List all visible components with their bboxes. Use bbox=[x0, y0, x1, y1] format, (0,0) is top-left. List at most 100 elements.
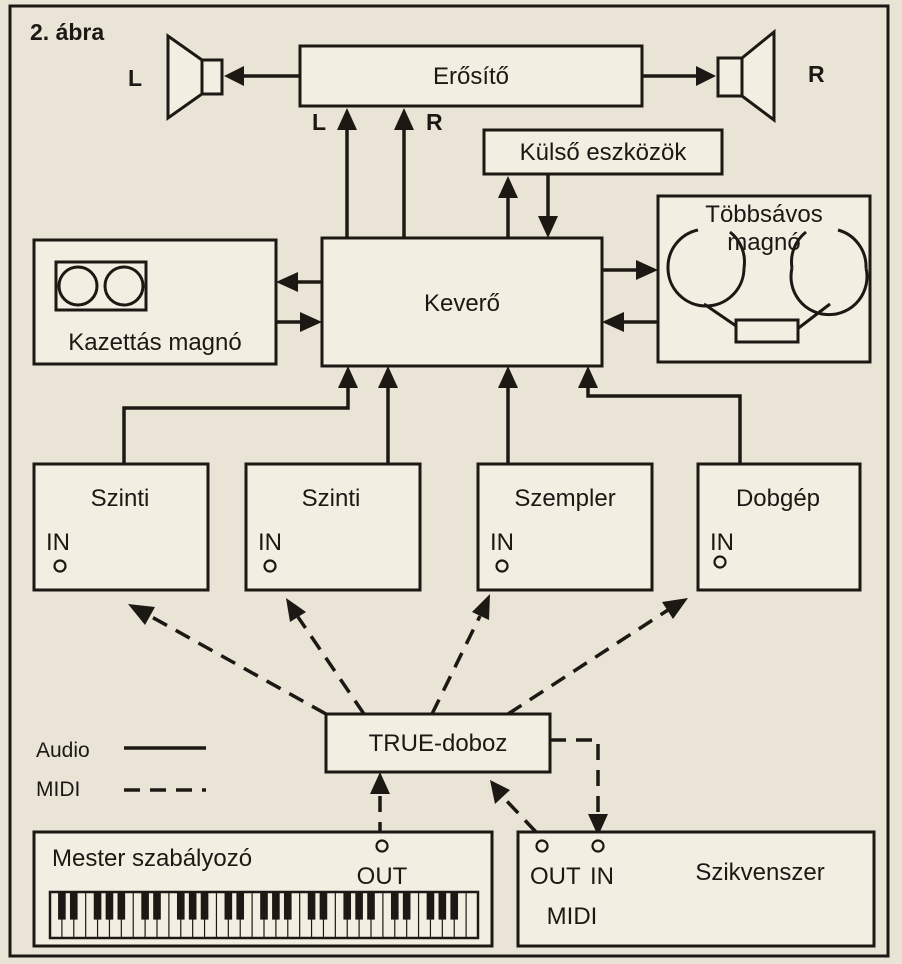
arrow-head bbox=[224, 66, 244, 86]
instrument-port-label: IN bbox=[258, 529, 282, 556]
black-key bbox=[450, 892, 459, 920]
amplifier-input-right: R bbox=[426, 109, 443, 135]
midi-line-true-synth1 bbox=[149, 614, 327, 716]
black-key bbox=[260, 892, 268, 920]
black-key bbox=[355, 892, 363, 920]
true-box bbox=[324, 712, 552, 774]
instrument-port-label: IN bbox=[490, 529, 514, 556]
black-key bbox=[390, 892, 399, 920]
instrument-sampler: Szempler IN bbox=[476, 462, 654, 592]
right-speaker-label: R bbox=[808, 61, 825, 87]
sequencer-box bbox=[516, 830, 876, 948]
midi-in-jack bbox=[495, 559, 509, 573]
mixer-box bbox=[320, 236, 604, 368]
instrument-port-label: IN bbox=[46, 529, 70, 556]
instrument-port-label: IN bbox=[710, 529, 734, 556]
arrow-head bbox=[338, 366, 358, 388]
arrow-head bbox=[490, 780, 510, 804]
black-key bbox=[58, 892, 66, 920]
black-key bbox=[402, 892, 411, 920]
arrow-head bbox=[378, 366, 398, 388]
piano-keys-icon bbox=[48, 890, 480, 940]
tape-reels-icon bbox=[666, 228, 869, 344]
black-key bbox=[69, 892, 78, 920]
arrow-head bbox=[498, 366, 518, 388]
cassette-icon bbox=[54, 260, 148, 312]
arrow-head bbox=[472, 594, 490, 620]
sequencer-title: Szikvenszer bbox=[695, 859, 824, 886]
arrow-head bbox=[588, 814, 608, 836]
midi-in-jack bbox=[713, 555, 727, 569]
black-key bbox=[438, 892, 447, 920]
arrow-head bbox=[602, 312, 624, 332]
arrow-head bbox=[696, 66, 716, 86]
sequencer-midi-label: MIDI bbox=[547, 903, 598, 930]
master-port-label: OUT bbox=[357, 863, 408, 890]
arrow-head bbox=[394, 108, 414, 130]
black-key bbox=[105, 892, 114, 920]
right-speaker-icon bbox=[716, 28, 776, 123]
amplifier-title: Erősítő bbox=[433, 63, 509, 90]
black-key bbox=[224, 892, 233, 920]
midi-line-sequencer-true bbox=[500, 794, 538, 834]
instrument-title: Szempler bbox=[514, 485, 615, 512]
arrow-head bbox=[538, 216, 558, 238]
true-box-title: TRUE-doboz bbox=[369, 730, 508, 757]
black-key bbox=[319, 892, 328, 920]
black-key bbox=[141, 892, 149, 920]
arrow-head bbox=[370, 772, 390, 794]
midi-line-true-drum bbox=[507, 608, 669, 716]
midi-out-jack bbox=[375, 839, 389, 853]
figure-frame bbox=[8, 4, 890, 958]
sequencer-in-label: IN bbox=[590, 863, 614, 890]
instrument-title: Szinti bbox=[91, 485, 150, 512]
midi-line-true-synth2 bbox=[296, 616, 366, 715]
midi-out-jack bbox=[535, 839, 549, 853]
instrument-title: Szinti bbox=[302, 485, 361, 512]
instrument-title: Dobgép bbox=[736, 485, 820, 512]
legend-midi-label: MIDI bbox=[36, 778, 80, 801]
black-key bbox=[236, 892, 245, 920]
arrow-head bbox=[128, 604, 155, 625]
arrow-head bbox=[498, 176, 518, 198]
external-devices-box bbox=[482, 128, 724, 176]
instrument-drum-machine: Dobgép IN bbox=[696, 462, 862, 592]
left-speaker-label: L bbox=[128, 65, 142, 91]
arrow-head bbox=[662, 598, 688, 619]
black-key bbox=[188, 892, 197, 920]
black-key bbox=[176, 892, 185, 920]
black-key bbox=[343, 892, 352, 920]
arrow-head bbox=[286, 598, 306, 622]
figure-label: 2. ábra bbox=[30, 19, 104, 45]
black-key bbox=[426, 892, 435, 920]
arrow-head bbox=[276, 272, 298, 292]
arrow-head bbox=[578, 366, 598, 388]
midi-line-true-sequencer bbox=[550, 738, 600, 818]
multitrack-title-line1: Többsávos bbox=[705, 201, 822, 228]
black-key bbox=[200, 892, 209, 920]
amplifier-input-left: L bbox=[312, 109, 326, 135]
black-key bbox=[117, 892, 126, 920]
mixer-title: Keverő bbox=[424, 290, 500, 317]
instrument-synth-1: Szinti IN bbox=[32, 462, 210, 592]
black-key bbox=[153, 892, 161, 920]
arrow-head bbox=[636, 260, 658, 280]
black-key bbox=[283, 892, 292, 920]
black-key bbox=[93, 892, 102, 920]
arrow-head bbox=[337, 108, 357, 130]
arrow-head bbox=[300, 312, 322, 332]
black-key bbox=[307, 892, 316, 920]
cassette-title: Kazettás magnó bbox=[68, 329, 241, 356]
midi-in-jack bbox=[53, 559, 67, 573]
midi-in-jack bbox=[591, 839, 605, 853]
instrument-synth-2: Szinti IN bbox=[244, 462, 422, 592]
black-key bbox=[367, 892, 375, 920]
audio-line-drum-mixer bbox=[586, 384, 742, 464]
black-key bbox=[272, 892, 280, 920]
legend-audio-label: Audio bbox=[36, 739, 90, 762]
master-title: Mester szabályozó bbox=[52, 845, 252, 872]
left-speaker-icon bbox=[166, 33, 224, 121]
audio-line-synth1-mixer bbox=[122, 384, 350, 464]
midi-line-true-sampler bbox=[430, 615, 482, 715]
